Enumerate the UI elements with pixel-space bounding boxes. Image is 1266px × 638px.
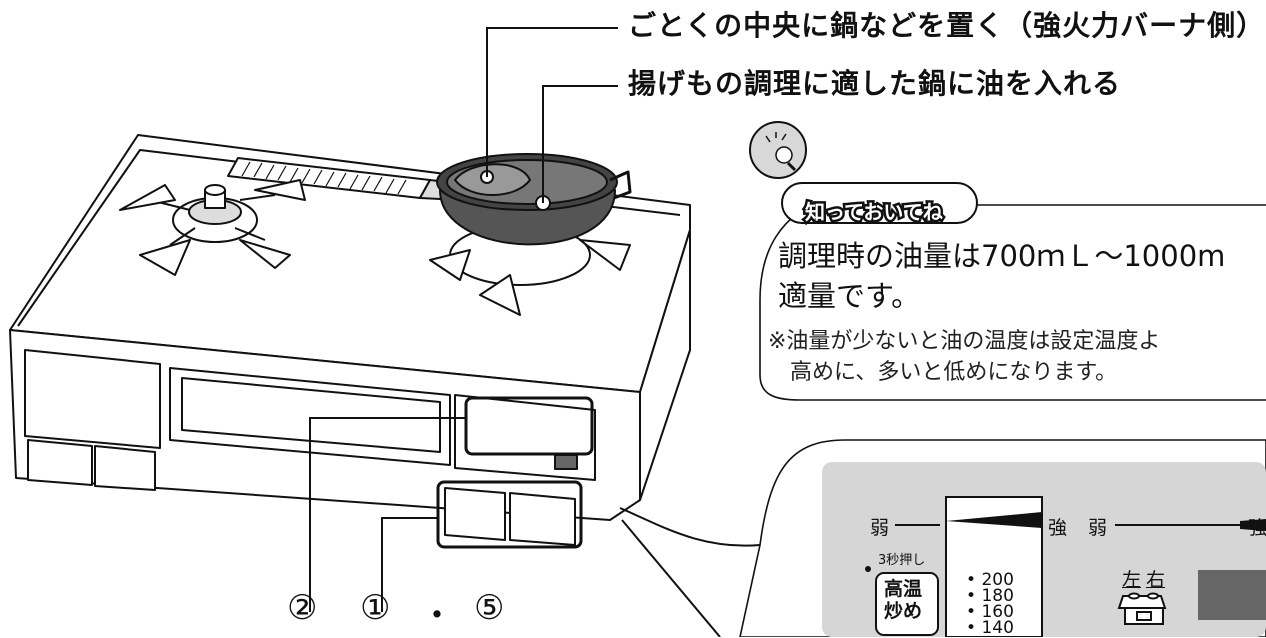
temp-140: • 140: [966, 618, 1014, 638]
tip-body-line1: 調理時の油量は700ｍＬ～1000m: [778, 239, 1226, 273]
grill-door: [169, 367, 451, 466]
tip-body-line2: 適量です。: [778, 279, 921, 313]
burner-left-label: 左: [1122, 569, 1142, 591]
temp-160: • 160: [966, 602, 1014, 622]
level-weak-right: 弱: [1088, 517, 1108, 539]
lightbulb-icon: [749, 121, 807, 179]
high-temp-stirfry-button[interactable]: 高温 炒め: [884, 578, 922, 622]
level-strong-mid: 強: [1048, 517, 1068, 539]
step-1-marker: ①: [360, 588, 391, 628]
burner-right-label: 右: [1146, 569, 1166, 591]
level-weak-left: 弱: [870, 517, 890, 539]
stir-fry-label: 炒め: [884, 600, 923, 622]
tip-note-line1: ※油量が少ないと油の温度は設定温度よ: [768, 329, 1161, 354]
tip-note: ※油量が少ないと油の温度は設定温度よ 高めに、多いと低めになります。: [768, 326, 1160, 388]
press-3s-label: 3秒押し: [878, 553, 926, 568]
tip-title: 知っておいてね: [803, 198, 946, 227]
temperature-scale: • 200 • 180 • 160 • 140: [966, 570, 1014, 638]
tip-note-line2: 高めに、多いと低めになります。: [768, 360, 1118, 385]
high-temp-label: 高温: [884, 578, 923, 600]
step-2-marker: ②: [287, 588, 318, 628]
step-separator: ・: [420, 596, 454, 636]
level-strong-right: 強: [1248, 517, 1266, 539]
tip-body: 調理時の油量は700ｍＬ～1000m 適量です。: [778, 236, 1225, 316]
temp-200: • 200: [966, 570, 1014, 590]
temp-180: • 180: [966, 586, 1014, 606]
callout-place-pot: ごとくの中央に鍋などを置く（強火力バーナ側）: [628, 9, 1266, 42]
callout-add-oil: 揚げもの調理に適した鍋に油を入れる: [628, 67, 1122, 100]
step-5-marker: ⑤: [474, 588, 505, 628]
burner-select-icon: [1117, 592, 1167, 625]
